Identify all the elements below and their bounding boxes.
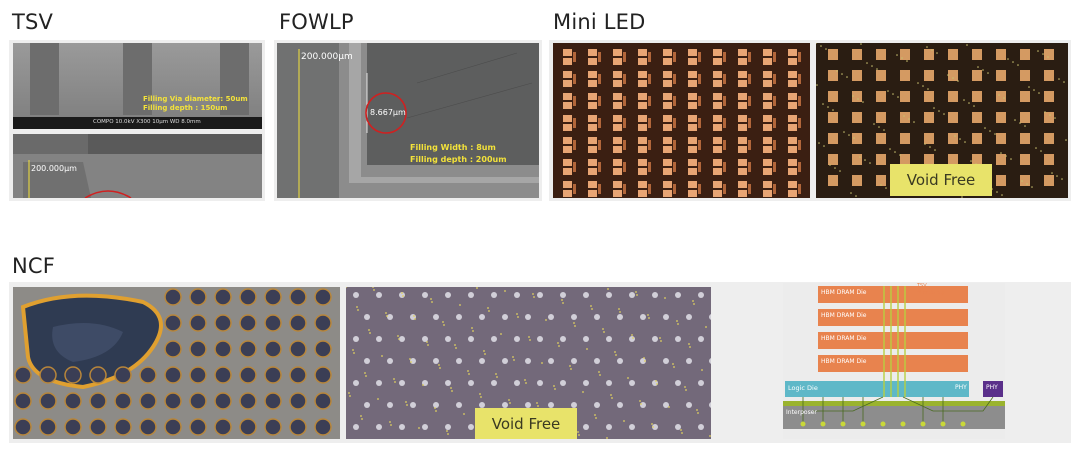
tsv-sem-text-1: Filling Via diameter: 50um [143,95,248,103]
dram-die-3 [818,332,968,349]
logic-die [785,381,969,397]
tsv-measurement: 200.000µm [31,164,77,173]
tsv-sem-image-bottom: 200.000µm [13,134,262,198]
fowlp-title: FOWLP [279,10,354,34]
interposer-layer [783,403,1005,429]
fowlp-sem-image: 200.000µm 8.667µm Filling Width : 8um Fi… [277,43,539,198]
tsv-sem-image-top: Filling Via diameter: 50um Filling depth… [13,43,262,129]
interposer-label: Interposer [786,409,817,416]
mini-led-title: Mini LED [553,10,646,34]
dram-die-label-4: HBM DRAM Die [821,358,867,365]
fowlp-measurement-top: 200.000µm [301,52,353,62]
mini-led-image-right: Void Free [816,43,1068,198]
phy-label-left: PHY [955,384,967,391]
tsv-callout-label: TSV [917,283,927,289]
ncf-title: NCF [12,254,56,278]
tsv-title: TSV [12,10,54,34]
logic-die-label: Logic Die [788,384,818,392]
dram-die-4 [818,355,968,372]
ncf-image-left [13,287,340,439]
dram-die-label-2: HBM DRAM Die [821,312,867,319]
dram-die-2 [818,309,968,326]
mini-led-image-left [553,43,810,198]
dram-die-label-3: HBM DRAM Die [821,335,867,342]
phy-label-right: PHY [986,384,998,391]
phy-block [983,381,1003,397]
microbump-callout-label: Microbump [917,290,945,296]
fowlp-text-1: Filling Width : 8um [410,143,496,152]
fowlp-measurement-circle: 8.667µm [370,108,406,117]
ncf-void-free-badge: Void Free [475,408,577,439]
ncf-image-middle: Void Free [346,287,711,439]
dram-die-label-1: HBM DRAM Die [821,289,867,296]
ncf-hbm-diagram: HBM DRAM Die HBM DRAM Die HBM DRAM Die H… [783,283,1005,439]
tsv-sem-footer: COMPO 10.0kV X300 10µm WD 8.0mm [93,119,201,125]
dram-die-1 [818,286,968,303]
mini-led-void-free-badge: Void Free [890,164,992,196]
tsv-sem-text-2: Filling depth : 150um [143,104,228,112]
fowlp-text-2: Filling depth : 200um [410,155,507,164]
